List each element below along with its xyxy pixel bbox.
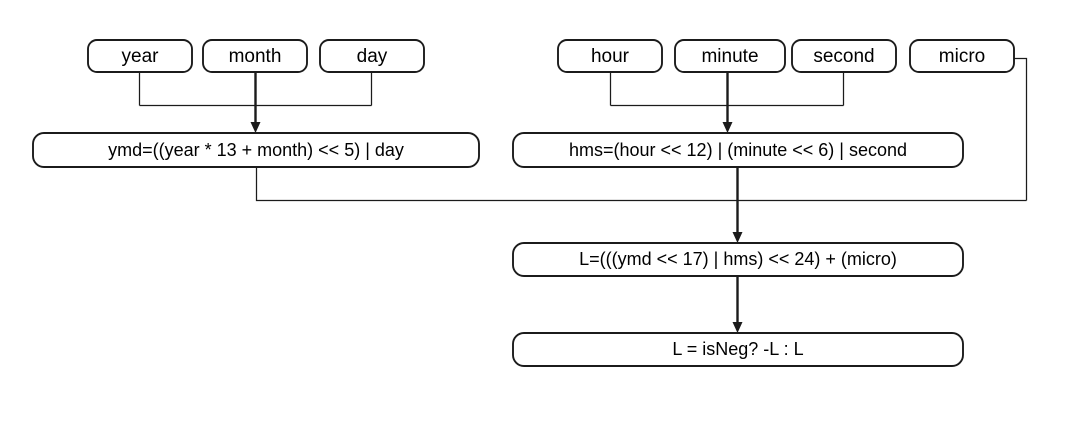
connectors-time-group [609, 72, 845, 133]
node-minute[interactable]: minute [674, 39, 786, 73]
node-month-label: month [229, 46, 282, 67]
node-packed-long-box [512, 242, 964, 277]
node-day[interactable]: day [319, 39, 425, 73]
node-packed-long-label: L=(((ymd << 17) | hms) << 24) + (micro) [579, 249, 897, 269]
arrowhead-ymd [250, 122, 261, 133]
node-month[interactable]: month [202, 39, 308, 73]
node-ymd[interactable]: ymd=((year * 13 + month) << 5) | day [32, 132, 480, 168]
node-second[interactable]: second [791, 39, 897, 73]
node-minute-label: minute [701, 46, 758, 67]
connectors-to-signed [732, 276, 743, 333]
node-packed-long[interactable]: L=(((ymd << 17) | hms) << 24) + (micro) [512, 242, 964, 277]
connectors-date-group [138, 72, 373, 133]
edge-micro-to-bus [1014, 57, 1028, 201]
node-year-label: year [122, 46, 160, 67]
connectors-to-packed [255, 57, 1028, 243]
node-day-box [319, 39, 425, 73]
node-second-box [791, 39, 897, 73]
node-hour[interactable]: hour [557, 39, 663, 73]
node-year-box [87, 39, 193, 73]
arrowhead-packed [732, 232, 743, 243]
node-minute-box [674, 39, 786, 73]
node-day-label: day [357, 46, 388, 67]
node-hms-label: hms=(hour << 12) | (minute << 6) | secon… [569, 140, 907, 160]
node-year[interactable]: year [87, 39, 193, 73]
node-second-label: second [813, 46, 874, 67]
node-micro-box [909, 39, 1015, 73]
node-ymd-box [32, 132, 480, 168]
edge-ymd-to-bus [255, 167, 1027, 202]
node-signed-long[interactable]: L = isNeg? -L : L [512, 332, 964, 367]
node-hms[interactable]: hms=(hour << 12) | (minute << 6) | secon… [512, 132, 964, 168]
node-signed-long-box [512, 332, 964, 367]
node-hour-box [557, 39, 663, 73]
node-micro[interactable]: micro [909, 39, 1015, 73]
node-ymd-label: ymd=((year * 13 + month) << 5) | day [108, 140, 404, 160]
node-month-box [202, 39, 308, 73]
node-hour-label: hour [591, 46, 630, 67]
node-hms-box [512, 132, 964, 168]
node-micro-label: micro [939, 46, 985, 67]
arrowhead-hms [722, 122, 733, 133]
node-signed-long-label: L = isNeg? -L : L [672, 339, 803, 359]
arrowhead-signed [732, 322, 743, 333]
